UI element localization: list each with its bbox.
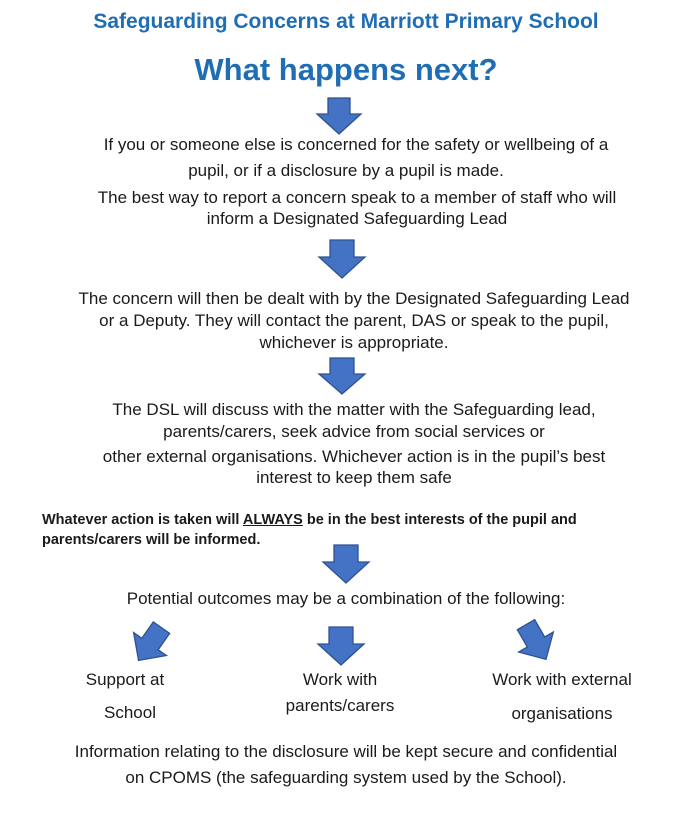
always-note-prefix: Whatever action is taken will	[42, 512, 243, 528]
step-1-line-4: inform a Designated Safeguarding Lead	[206, 209, 508, 228]
always-note-suffix: be in the best interests of the pupil an…	[302, 512, 577, 528]
step-1-line-3: The best way to report a concern speak t…	[97, 188, 617, 207]
down-arrow-icon	[317, 357, 367, 395]
step-1-line-2: pupil, or if a disclosure by a pupil is …	[188, 161, 504, 180]
page-subtitle: What happens next?	[194, 52, 498, 87]
footer-line-1: Information relating to the disclosure w…	[74, 742, 618, 761]
always-note: Whatever action is taken will ALWAYS be …	[42, 510, 577, 530]
step-3-line-4: interest to keep them safe	[256, 468, 452, 487]
always-note-emphasis: ALWAYS	[242, 512, 303, 528]
step-3-line-2: parents/carers, seek advice from social …	[163, 422, 545, 441]
diagonal-left-arrow-icon	[132, 620, 171, 662]
step-3-line-1: The DSL will discuss with the matter wit…	[112, 400, 596, 419]
step-2-line-3: whichever is appropriate.	[259, 333, 449, 352]
step-2-line-2: or a Deputy. They will contact the paren…	[99, 311, 609, 330]
outcome-external-line-2: organisations	[511, 704, 613, 723]
diagonal-right-arrow-icon	[516, 618, 555, 661]
footer-line-2: on CPOMS (the safeguarding system used b…	[125, 768, 567, 787]
outcome-external-line-1: Work with external	[492, 670, 632, 689]
outcome-support-line-2: School	[104, 703, 156, 722]
down-arrow-icon	[315, 97, 363, 135]
page-title: Safeguarding Concerns at Marriott Primar…	[93, 10, 599, 33]
down-arrow-icon	[316, 626, 366, 666]
outcome-parents-line-1: Work with	[302, 670, 378, 689]
step-2-line-1: The concern will then be dealt with by t…	[78, 289, 630, 308]
step-3-line-3: other external organisations. Whichever …	[102, 447, 606, 466]
outcomes-intro: Potential outcomes may be a combination …	[126, 589, 566, 608]
down-arrow-icon	[317, 239, 367, 279]
step-1-line-1: If you or someone else is concerned for …	[103, 135, 609, 154]
outcome-support-line-1: Support at	[85, 670, 165, 689]
outcome-parents-line-2: parents/carers	[285, 696, 395, 715]
down-arrow-icon	[321, 544, 371, 584]
always-note-line-2: parents/carers will be informed.	[42, 532, 261, 548]
